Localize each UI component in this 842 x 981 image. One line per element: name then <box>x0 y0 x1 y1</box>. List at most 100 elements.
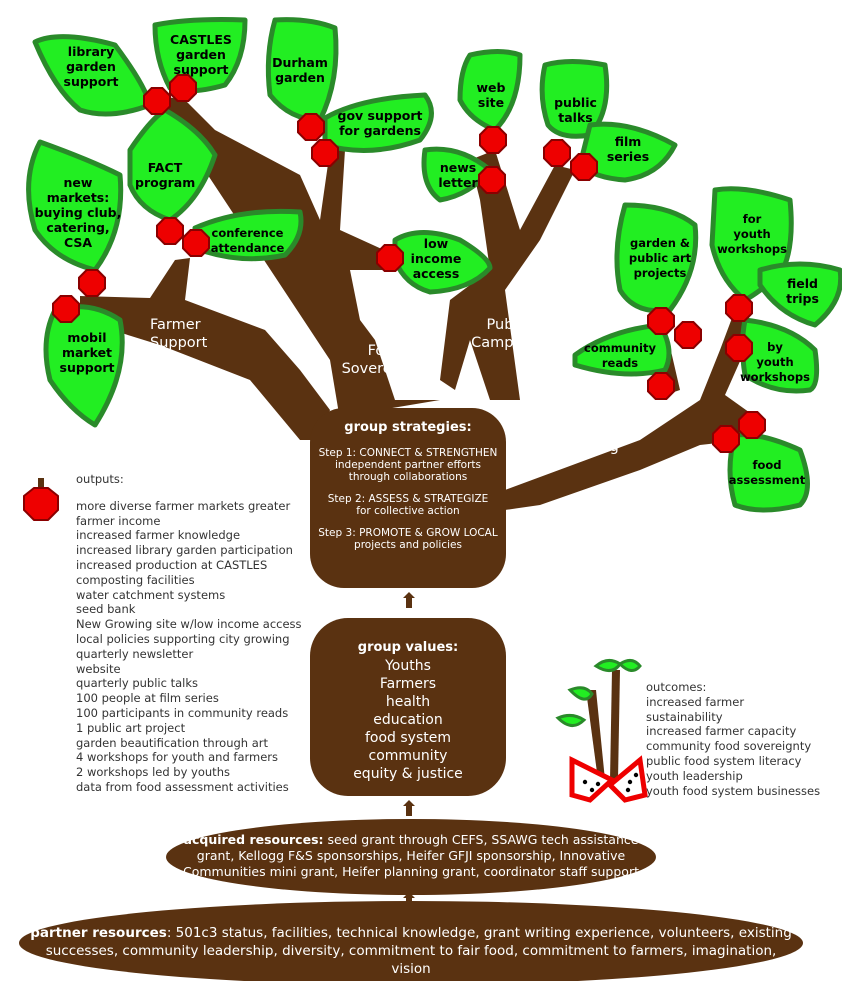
strategies-title: group strategies: <box>344 420 472 435</box>
partner-resources-oval <box>19 901 803 981</box>
output-item: seed bank <box>76 602 136 617</box>
branch-label-farmer: Farmer Support <box>150 317 208 351</box>
fruit-legend-icon <box>23 478 59 521</box>
value-item: equity & justice <box>353 766 463 782</box>
output-item: website <box>76 661 121 676</box>
outcome-item: public food system literacy <box>646 753 802 768</box>
output-item: water catchment systems <box>76 587 226 602</box>
output-item: 1 public art project <box>76 720 186 735</box>
leaf-gardenart <box>614 202 699 314</box>
output-item: 2 workshops led by youths <box>76 765 230 780</box>
leaf-label-durham: Durham garden <box>272 55 328 85</box>
leaf-label-youthworkshops: for youth workshops <box>717 212 787 256</box>
fruit-octagon <box>647 372 675 400</box>
leaf-label-talks: public talks <box>554 95 597 125</box>
fruit-octagon <box>78 269 106 297</box>
output-item: composting facilities <box>76 572 195 587</box>
branch-label-food: Food Sovereignty <box>341 343 429 377</box>
outcomes-title: outcomes: <box>646 680 707 694</box>
outcome-item: youth leadership <box>646 768 743 783</box>
output-item: garden beautification through art <box>76 735 269 750</box>
output-item: 100 people at film series <box>76 691 219 706</box>
leaf-newsletter <box>421 146 493 203</box>
output-item: quarterly newsletter <box>76 646 194 661</box>
fruit-octagon <box>725 334 753 362</box>
leaf-castles <box>152 17 248 94</box>
strategy-step1-body: independent partner efforts through coll… <box>334 459 482 483</box>
leaf-label-gardenart: garden & public art projects <box>628 236 692 280</box>
acquired-resources-oval <box>166 819 656 895</box>
leaf-label-markets: new markets: buying club, catering, CSA <box>34 175 122 250</box>
output-item: increased production at CASTLES <box>76 557 268 572</box>
leaf-label-film: film series <box>606 134 650 164</box>
leaf-foodassessment <box>727 432 810 513</box>
leaf-label-library: library garden support <box>63 44 119 89</box>
outcome-item: increased farmer <box>646 694 745 709</box>
leaf-film <box>577 121 678 183</box>
leaf-conference <box>192 208 304 262</box>
fruit-octagon <box>570 153 598 181</box>
outputs-title: outputs: <box>76 472 124 486</box>
output-item: increased library garden participation <box>76 543 293 558</box>
leaf-fact <box>127 107 218 223</box>
fruit-octagon <box>478 166 506 194</box>
up-arrow-icon <box>403 800 415 816</box>
leaf-communityreads <box>572 322 672 377</box>
strategy-step2-head: Step 2: ASSESS & STRATEGIZE <box>327 493 489 505</box>
strategy-step2-body: for collective action <box>356 505 460 517</box>
leaf-label-castles: CASTLES garden support <box>170 32 232 77</box>
fruit-octagon <box>376 244 404 272</box>
partner-resources-line1: : 501c3 status, facilities, technical kn… <box>166 925 792 941</box>
value-item: education <box>373 712 443 728</box>
outcome-item: increased farmer capacity <box>646 724 797 739</box>
fruit-octagon <box>311 139 339 167</box>
outputs-list: outputs: more diverse farmer markets gre… <box>76 472 302 795</box>
fruits <box>52 74 766 453</box>
fruit-octagon <box>674 321 702 349</box>
branch-label-public: Public Campaign <box>471 317 545 351</box>
fruit-octagon <box>738 411 766 439</box>
values-box <box>310 618 506 796</box>
up-arrow-icon <box>403 892 415 906</box>
leaf-label-website: web site <box>476 80 506 110</box>
output-item: data from food assessment activities <box>76 779 289 794</box>
up-arrow-icon <box>403 592 415 608</box>
output-item: farmer income <box>76 513 161 528</box>
strategy-step3-head: Step 3: PROMOTE & GROW LOCAL <box>318 527 498 539</box>
leaf-label-foodassessment: food assessment <box>728 458 806 487</box>
leaf-label-newsletter: news letter <box>438 160 478 190</box>
leaf-label-mobil: mobil market support <box>59 330 115 375</box>
partner-resources-line2: successes, community leadership, diversi… <box>45 943 777 977</box>
strategy-step1-head: Step 1: CONNECT & STRENGTHEN <box>318 447 498 459</box>
values-title: group values: <box>357 640 459 655</box>
outcome-item: sustainability <box>646 709 723 724</box>
output-item: increased farmer knowledge <box>76 528 241 543</box>
strategy-step3-body: projects and policies <box>354 539 462 551</box>
output-item: 100 participants in community reads <box>76 705 289 720</box>
outcome-item: community food sovereignty <box>646 739 812 754</box>
fruit-octagon <box>52 295 80 323</box>
value-item: Farmers <box>379 676 437 692</box>
fruit-octagon <box>479 126 507 154</box>
strategies-content: group strategies: Step 1: CONNECT & STRE… <box>310 420 506 551</box>
output-item: more diverse farmer markets greater <box>76 498 291 513</box>
acquired-resources-line3: Communities mini grant, Heifer planning … <box>183 864 639 879</box>
leaf-label-fact: FACT program <box>135 160 196 190</box>
values-content: group values: Youths Farmers health educ… <box>310 640 506 783</box>
partner-resources-text: partner resources: 501c3 status, facilit… <box>30 924 792 978</box>
leaf-label-lowincome: low income access <box>410 236 462 281</box>
branch-label-youth: Youth Programming <box>521 421 619 455</box>
outcomes-list: outcomes: increased farmer sustainabilit… <box>646 680 820 798</box>
outcome-item: youth food system businesses <box>646 783 821 798</box>
fruit-octagon <box>543 139 571 167</box>
leaf-label-fieldtrips: field trips <box>786 276 819 306</box>
seedling-icon <box>555 659 648 803</box>
value-item: health <box>385 694 431 710</box>
leaf-label-gov: gov support for gardens <box>337 108 423 138</box>
leaf-label-conference: conference attendance <box>210 226 285 255</box>
value-item: community <box>368 748 448 764</box>
value-item: Youths <box>385 658 431 674</box>
acquired-resources-line1: seed grant through CEFS, SSAWG tech assi… <box>323 832 639 847</box>
fruit-octagon <box>647 307 675 335</box>
